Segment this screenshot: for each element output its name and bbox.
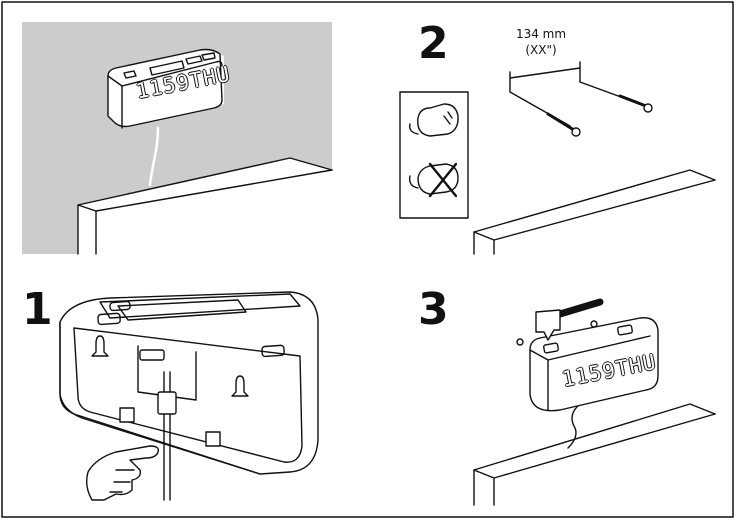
measurement-mm: 134 mm [515,27,567,41]
top-panel [117,299,247,321]
measurement-label: 134 mm (XX") [506,26,576,58]
keyhole-slot [91,335,109,357]
furniture-edge [473,403,716,506]
screw-icon [516,338,524,346]
screw-icon [509,91,581,137]
step-1-panel [59,291,319,501]
keyhole-slot [231,375,249,397]
step-2-panel [399,61,716,255]
clock-front-icon [529,317,659,412]
clock-back-icon [59,291,319,501]
hand-pointer-icon [85,445,160,501]
step-number-1: 1 [22,284,53,335]
clock-front-icon [107,48,224,129]
screw-icon [579,81,653,113]
cross-out-icon [408,162,459,198]
measurement-imperial: (XX") [525,43,557,57]
arrow-down-icon [535,298,604,341]
power-cable [567,403,581,449]
step-number-2: 2 [418,18,449,69]
dimension-line [509,67,581,79]
tool-box [399,91,469,219]
step-number-3: 3 [418,284,449,335]
dimension-ticks [509,61,581,93]
overview-panel [22,22,333,255]
step-3-panel [473,298,716,506]
furniture-edge [77,157,333,255]
wall-plug-icon [408,103,459,137]
furniture-edge [473,169,716,255]
